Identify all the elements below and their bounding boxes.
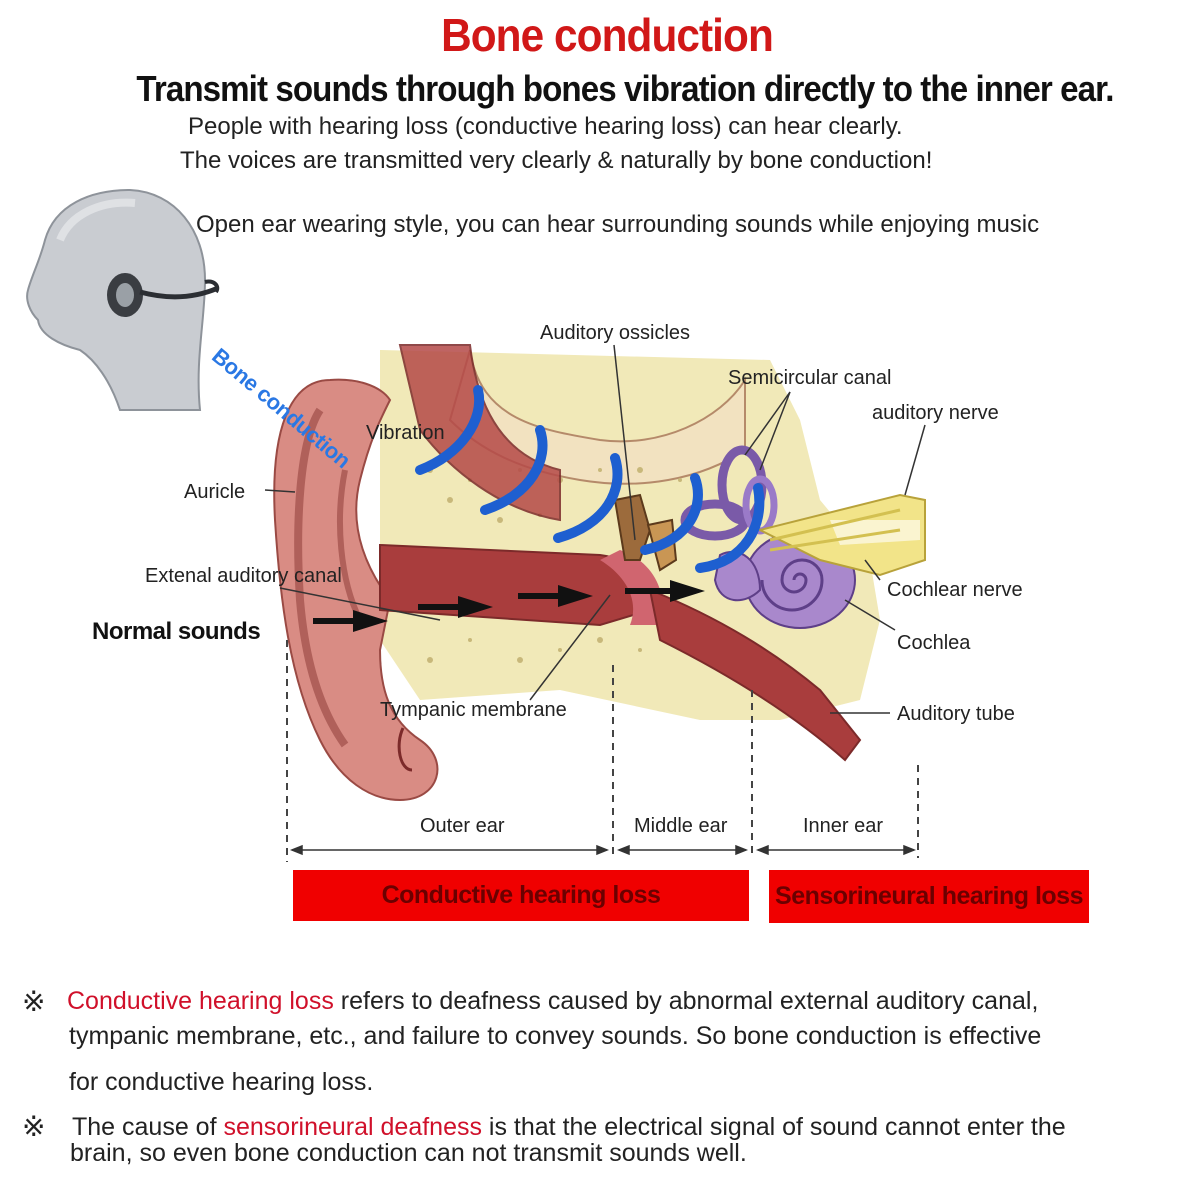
note-2-highlight: sensorineural deafness <box>223 1113 482 1141</box>
label-external-canal: Extenal auditory canal <box>145 565 342 588</box>
head-with-headphone-icon <box>27 190 218 410</box>
label-cochlea: Cochlea <box>897 632 970 655</box>
note-2-mark: ※ <box>22 1110 45 1143</box>
conductive-loss-box: Conductive hearing loss <box>293 870 749 921</box>
conductive-loss-label: Conductive hearing loss <box>382 881 661 910</box>
note-1-line-3: for conductive hearing loss. <box>69 1070 373 1095</box>
note-1-line-1: Conductive hearing loss refers to deafne… <box>67 989 1038 1014</box>
region-inner-ear: Inner ear <box>803 815 883 838</box>
label-auditory-nerve: auditory nerve <box>872 402 999 425</box>
ear-anatomy-diagram <box>0 0 1200 960</box>
label-vibration: Vibration <box>366 422 445 445</box>
note-1-highlight: Conductive hearing loss <box>67 987 334 1015</box>
region-outer-ear: Outer ear <box>420 815 504 838</box>
note-1-rest: refers to deafness caused by abnormal ex… <box>334 987 1039 1015</box>
sensorineural-loss-label: Sensorineural hearing loss <box>775 882 1083 911</box>
label-auditory-ossicles: Auditory ossicles <box>540 322 690 345</box>
label-tympanic-membrane: Tympanic membrane <box>380 699 567 722</box>
label-auricle: Auricle <box>184 481 245 504</box>
label-normal-sounds: Normal sounds <box>92 618 260 646</box>
note-2-line-2: brain, so even bone conduction can not t… <box>70 1141 747 1166</box>
region-middle-ear: Middle ear <box>634 815 727 838</box>
note-1-mark: ※ <box>22 985 45 1018</box>
label-auditory-tube: Auditory tube <box>897 703 1015 726</box>
note-2-line-1: The cause of sensorineural deafness is t… <box>72 1115 1066 1140</box>
sensorineural-loss-box: Sensorineural hearing loss <box>769 870 1089 923</box>
note-2-pre: The cause of <box>72 1113 223 1141</box>
note-1-line-2: tympanic membrane, etc., and failure to … <box>69 1024 1041 1049</box>
label-cochlear-nerve: Cochlear nerve <box>887 579 1023 602</box>
note-2-rest: is that the electrical signal of sound c… <box>482 1113 1066 1141</box>
label-semicircular-canal: Semicircular canal <box>728 367 891 390</box>
